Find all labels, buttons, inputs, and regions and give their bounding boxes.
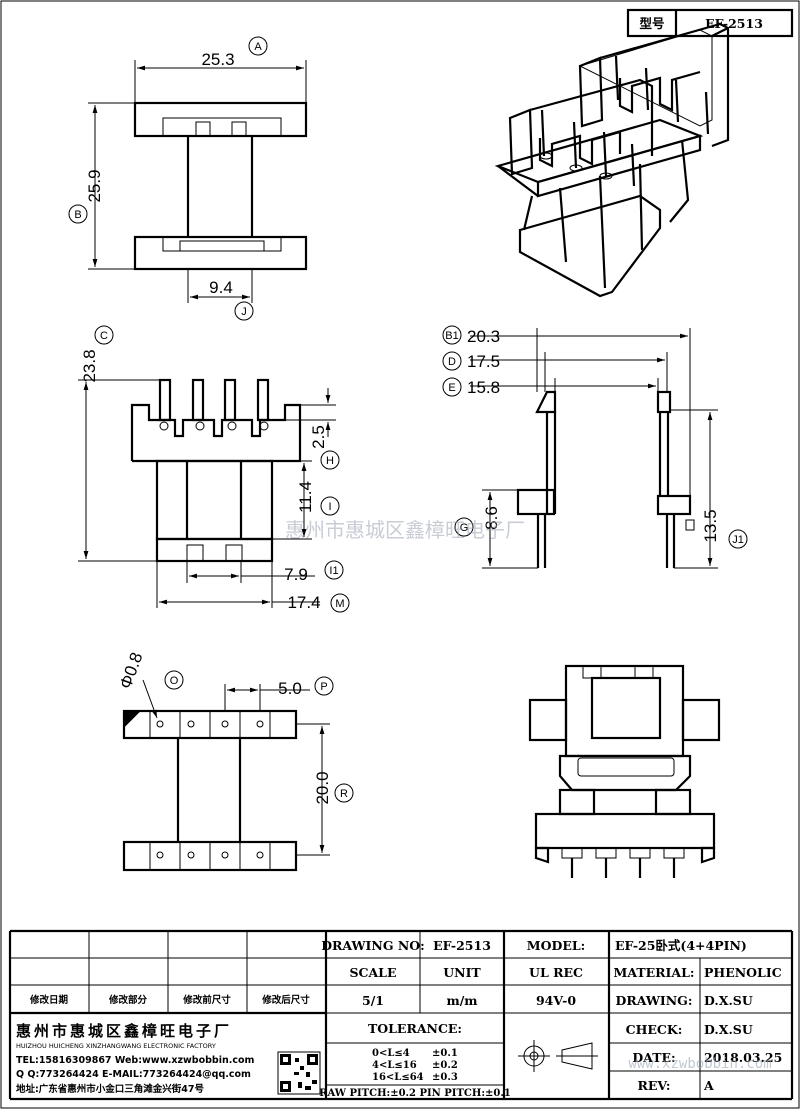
dim-J-value: 9.4 bbox=[209, 278, 233, 297]
material-value: PHENOLIC bbox=[704, 965, 782, 980]
marker-J: J bbox=[241, 306, 247, 318]
check-label: CHECK: bbox=[626, 1022, 683, 1037]
dim-H-value: 2.5 bbox=[309, 425, 328, 449]
ul-label: UL REC bbox=[529, 965, 583, 980]
marker-B: B bbox=[74, 209, 81, 221]
section-view: B1 20.3 D 17.5 E 15.8 8.6 G 13.5 J1 bbox=[442, 325, 748, 569]
watermark-company: 惠州市惠城区鑫樟旺电子厂 bbox=[285, 518, 525, 542]
address-line: 地址:广东省惠州市小金口三角滩金兴街47号 bbox=[16, 1083, 205, 1095]
rev-value: A bbox=[703, 1078, 714, 1093]
unit-value: m/m bbox=[446, 993, 477, 1008]
watermark-web: www.xzwbobbin.com bbox=[628, 1056, 771, 1072]
side-view: 23.8 C 2.5 H 11.4 I 7.9 I1 17.4 M bbox=[78, 325, 350, 613]
material-label: MATERIAL: bbox=[613, 965, 694, 980]
tolerance-range-3: 16<L≤64 bbox=[372, 1072, 424, 1083]
dim-B-value: 25.9 bbox=[85, 169, 104, 202]
drawing-by-value: D.X.SU bbox=[704, 993, 753, 1008]
dim-A-value: 25.3 bbox=[201, 50, 234, 69]
dim-O-value: Φ0.8 bbox=[116, 650, 147, 691]
rev-label: REV: bbox=[638, 1078, 671, 1093]
company-name-en: HUIZHOU HUICHENG XINZHANGWANG ELECTRONIC… bbox=[16, 1042, 216, 1050]
marker-H: H bbox=[326, 455, 334, 467]
tel-line: TEL:15816309867 Web:www.xzwbobbin.com bbox=[16, 1055, 255, 1066]
dim-E-value: 15.8 bbox=[467, 378, 500, 397]
drawing-no-label: DRAWING NO: bbox=[321, 938, 425, 953]
marker-R: R bbox=[340, 788, 348, 800]
tolerance-value-1: ±0.1 bbox=[432, 1048, 458, 1059]
type-label: 型号 bbox=[639, 16, 664, 31]
date-label: DATE: bbox=[632, 1050, 675, 1065]
dim-P-value: 5.0 bbox=[278, 679, 302, 698]
model-number-header: EF-2513 bbox=[705, 16, 763, 31]
tolerance-label: TOLERANCE: bbox=[368, 1021, 462, 1036]
tolerance-value-2: ±0.2 bbox=[432, 1060, 458, 1071]
marker-J1: J1 bbox=[732, 534, 744, 546]
revision-header-part: 修改部分 bbox=[108, 994, 148, 1006]
scale-label: SCALE bbox=[350, 965, 397, 980]
marker-D: D bbox=[448, 356, 456, 368]
dim-R-value: 20.0 bbox=[313, 771, 332, 804]
drawing-no-value: EF-2513 bbox=[433, 938, 491, 953]
title-block: 修改日期 修改部分 修改前尺寸 修改后尺寸 惠州市惠城区鑫樟旺电子厂 HUIZH… bbox=[8, 929, 794, 1101]
marker-G: G bbox=[460, 522, 469, 534]
dim-I1-value: 7.9 bbox=[284, 565, 308, 584]
model-value: EF-25卧式(4+4PIN) bbox=[615, 938, 747, 953]
dim-B1-value: 20.3 bbox=[467, 327, 500, 346]
end-view bbox=[528, 664, 721, 878]
dim-M-value: 17.4 bbox=[287, 593, 320, 612]
model-header: 型号 EF-2513 bbox=[626, 8, 794, 38]
company-name-cn: 惠州市惠城区鑫樟旺电子厂 bbox=[16, 1022, 232, 1040]
marker-M: M bbox=[335, 598, 344, 610]
date-value: 2018.03.25 bbox=[704, 1050, 782, 1065]
revision-header-date: 修改日期 bbox=[29, 994, 68, 1006]
projection-symbol-icon bbox=[518, 1040, 598, 1072]
marker-P: P bbox=[320, 681, 327, 693]
tolerance-range-1: 0<L≤4 bbox=[372, 1048, 410, 1059]
qq-line: Q Q:773264424 E-MAIL:773264424@qq.com bbox=[16, 1069, 251, 1080]
marker-E: E bbox=[448, 382, 455, 394]
marker-O: O bbox=[170, 675, 179, 687]
marker-C: C bbox=[100, 330, 108, 342]
model-label: MODEL: bbox=[527, 938, 586, 953]
qr-code bbox=[277, 1051, 321, 1095]
dim-D-value: 17.5 bbox=[467, 352, 500, 371]
dim-I-value: 11.4 bbox=[296, 481, 315, 513]
tolerance-value-3: ±0.3 bbox=[432, 1072, 458, 1083]
front-view: 25.3 A 25.9 B 9.4 J bbox=[68, 36, 308, 321]
bottom-view: Φ0.8 O 5.0 P 20.0 R bbox=[116, 650, 354, 872]
check-value: D.X.SU bbox=[704, 1022, 753, 1037]
marker-I: I bbox=[328, 501, 331, 513]
revision-header-before: 修改前尺寸 bbox=[182, 994, 231, 1006]
unit-label: UNIT bbox=[443, 965, 481, 980]
tolerance-range-2: 4<L≤16 bbox=[372, 1060, 417, 1071]
ul-value: 94V-0 bbox=[536, 993, 576, 1008]
dim-G-value: 8.6 bbox=[482, 506, 501, 530]
drawing-by-label: DRAWING: bbox=[616, 993, 693, 1008]
dim-C-value: 23.8 bbox=[80, 349, 99, 382]
pitch-note: RAW PITCH:±0.2 PIN PITCH:±0.1 bbox=[319, 1088, 511, 1099]
scale-value: 5/1 bbox=[362, 993, 384, 1008]
marker-A: A bbox=[254, 41, 262, 53]
marker-I1: I1 bbox=[329, 565, 338, 577]
marker-B1: B1 bbox=[445, 330, 458, 342]
revision-header-after: 修改后尺寸 bbox=[261, 994, 310, 1006]
isometric-view bbox=[494, 22, 730, 298]
dim-J1-value: 13.5 bbox=[701, 509, 720, 542]
